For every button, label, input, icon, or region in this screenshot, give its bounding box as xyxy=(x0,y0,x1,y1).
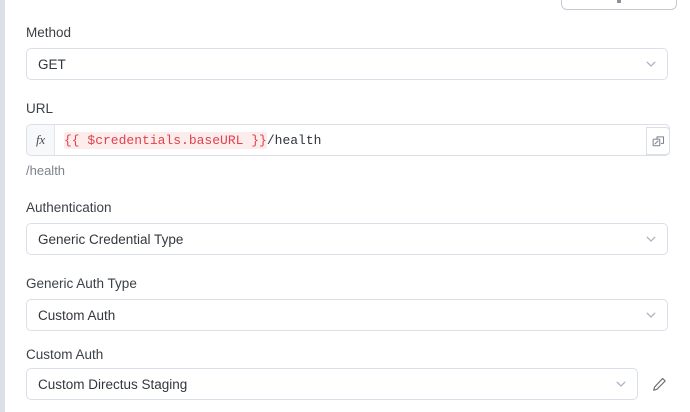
label-custom-auth: Custom Auth xyxy=(26,347,104,362)
authentication-select-value: Generic Credential Type xyxy=(38,231,184,247)
field-generic-auth-type: Generic Auth Type xyxy=(26,275,137,293)
method-select[interactable]: GET xyxy=(26,48,668,80)
label-authentication: Authentication xyxy=(26,200,112,215)
field-custom-auth: Custom Auth xyxy=(26,346,103,364)
url-expression-plain: /health xyxy=(266,132,322,148)
url-expression-input[interactable]: fx {{ $credentials.baseURL }}/health xyxy=(26,124,670,156)
chevron-down-icon xyxy=(645,58,657,70)
field-url: URL xyxy=(26,100,53,118)
partial-card-above[interactable] xyxy=(561,0,677,10)
url-expression-token: {{ $credentials.baseURL }} xyxy=(64,131,267,149)
fx-toggle-button[interactable]: fx xyxy=(27,125,55,155)
url-expression-text[interactable]: {{ $credentials.baseURL }}/health xyxy=(55,125,669,155)
field-method: Method xyxy=(26,24,71,42)
generic-auth-type-select-value: Custom Auth xyxy=(38,307,116,323)
label-generic-auth-type: Generic Auth Type xyxy=(26,276,137,291)
open-expression-editor-icon[interactable] xyxy=(646,127,670,155)
panel-left-divider xyxy=(0,0,5,412)
chevron-down-icon xyxy=(645,309,657,321)
custom-auth-row: Custom Directus Staging xyxy=(26,368,670,400)
field-authentication: Authentication xyxy=(26,199,112,217)
method-select-value: GET xyxy=(38,56,66,72)
chevron-down-icon xyxy=(645,233,657,245)
pencil-edit-icon[interactable] xyxy=(648,373,670,395)
chevron-down-icon xyxy=(615,378,627,390)
custom-auth-select-value: Custom Directus Staging xyxy=(38,376,188,392)
generic-auth-type-select[interactable]: Custom Auth xyxy=(26,299,668,331)
label-method: Method xyxy=(26,25,72,40)
authentication-select[interactable]: Generic Credential Type xyxy=(26,223,668,255)
url-expression-preview: /health xyxy=(26,163,66,178)
label-url: URL xyxy=(26,101,54,116)
partial-card-dot-icon xyxy=(617,0,621,3)
custom-auth-select[interactable]: Custom Directus Staging xyxy=(26,368,638,400)
